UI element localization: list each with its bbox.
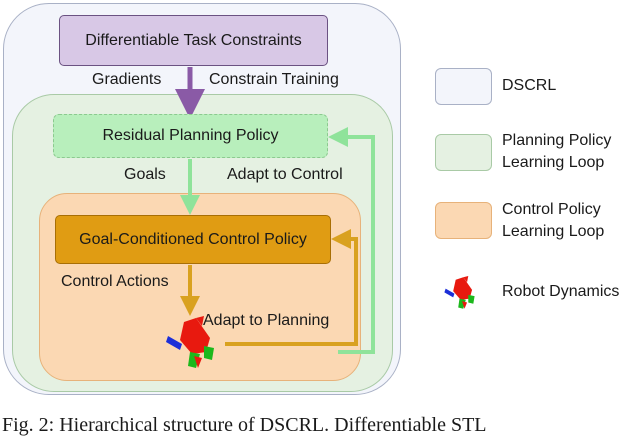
adapt-to-control-arrow	[328, 127, 375, 354]
adapt-to-planning-label: Adapt to Planning	[203, 312, 330, 329]
adapt-to-control-label: Adapt to Control	[227, 166, 343, 183]
legend-robot-icon	[444, 276, 475, 309]
legend-planning-label-line1: Planning Policy	[502, 132, 612, 149]
legend-planning-label-line2: Learning Loop	[502, 154, 605, 171]
legend-dscrl-label: DSCRL	[502, 77, 557, 94]
gradients-label: Gradients	[92, 71, 162, 88]
planning-policy-label: Residual Planning Policy	[102, 127, 279, 144]
planning-policy-box: Residual Planning Policy	[53, 114, 328, 158]
task-constraints-box: Differentiable Task Constraints	[59, 15, 328, 66]
adapt-to-planning-arrow	[225, 229, 358, 346]
robot-icon	[166, 316, 214, 368]
legend-control-swatch	[435, 202, 492, 239]
figure-caption: Fig. 2: Hierarchical structure of DSCRL.…	[2, 414, 487, 436]
legend-control-label-line2: Learning Loop	[502, 223, 605, 240]
control-policy-box: Goal-Conditioned Control Policy	[55, 215, 331, 264]
legend-control-label-line1: Control Policy	[502, 201, 601, 218]
task-constraints-label: Differentiable Task Constraints	[85, 31, 302, 49]
legend-dscrl-swatch	[435, 68, 492, 105]
legend-planning-swatch	[435, 134, 492, 171]
legend-robot-label: Robot Dynamics	[502, 283, 620, 300]
control-policy-label: Goal-Conditioned Control Policy	[79, 230, 307, 248]
goals-label: Goals	[124, 166, 166, 183]
constrain-training-label: Constrain Training	[209, 71, 339, 88]
control-actions-label: Control Actions	[61, 273, 169, 290]
